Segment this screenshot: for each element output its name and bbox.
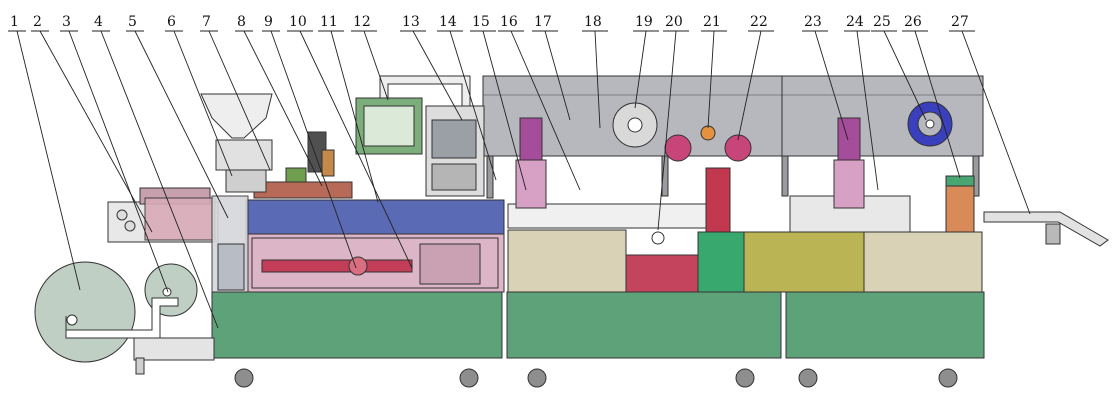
callout-labels: 1 2 3 4 5 6 7 8 9 10 11 12 13 14 15 16 1… [10, 14, 969, 30]
callout-24: 24 [846, 14, 864, 30]
callout-16: 16 [500, 14, 518, 30]
callout-22: 22 [750, 14, 768, 30]
forming-section [200, 93, 505, 293]
callout-12: 12 [353, 14, 371, 30]
leader-lines [8, 30, 1031, 329]
outlet-conveyor [983, 211, 1109, 247]
callout-4: 4 [94, 14, 103, 30]
callout-20: 20 [665, 14, 683, 30]
callout-13: 13 [402, 14, 420, 30]
callout-11: 11 [320, 14, 338, 30]
control-panel [355, 75, 485, 197]
callout-3: 3 [62, 14, 71, 30]
castors [234, 368, 958, 388]
callout-19: 19 [635, 14, 653, 30]
callout-8: 8 [237, 14, 246, 30]
callout-17: 17 [534, 14, 552, 30]
callout-2: 2 [33, 14, 42, 30]
callout-1: 1 [10, 14, 19, 30]
callout-7: 7 [202, 14, 211, 30]
callout-27: 27 [951, 14, 969, 30]
callout-5: 5 [128, 14, 137, 30]
base-cabinets [133, 291, 985, 375]
film-roll-section [34, 187, 219, 363]
callout-25: 25 [873, 14, 891, 30]
callout-15: 15 [472, 14, 490, 30]
callout-26: 26 [904, 14, 922, 30]
callout-10: 10 [289, 14, 307, 30]
callout-14: 14 [439, 14, 457, 30]
callout-18: 18 [584, 14, 602, 30]
callout-23: 23 [804, 14, 822, 30]
callout-9: 9 [264, 14, 273, 30]
callout-21: 21 [703, 14, 721, 30]
callout-6: 6 [167, 14, 176, 30]
sealing-section [507, 101, 983, 293]
